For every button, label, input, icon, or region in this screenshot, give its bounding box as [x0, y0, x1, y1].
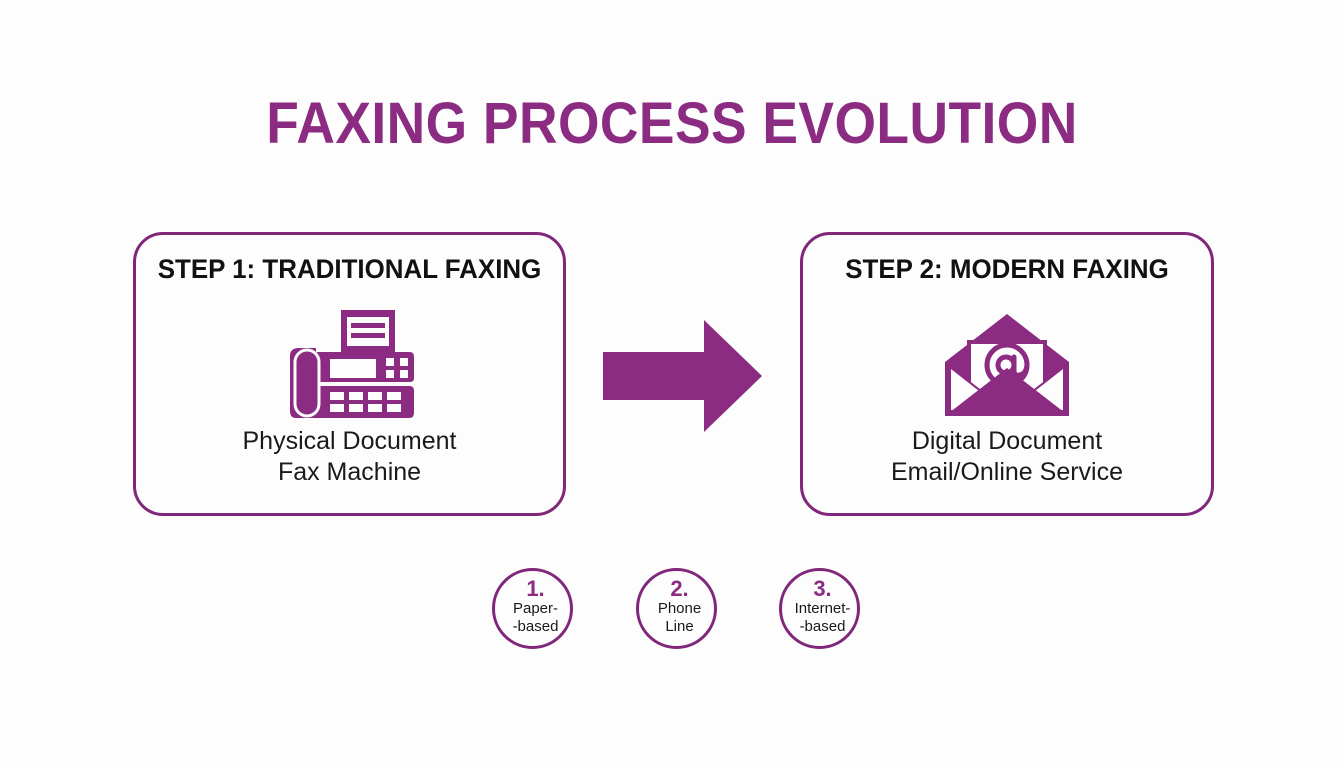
step-card-caption: Digital Document Email/Online Service [803, 426, 1211, 488]
tag-content: 2. Phone Line [625, 578, 734, 636]
caption-line-2: Email/Online Service [890, 458, 1124, 486]
step-card-caption: Physical Document Fax Machine [136, 426, 563, 488]
tag-label-line-1: Internet- [794, 600, 851, 617]
tag-label-line-1: Phone [657, 600, 702, 617]
caption-line-1: Physical Document [242, 427, 457, 455]
tag-number: 2. [670, 576, 689, 601]
page-title: FAXING PROCESS EVOLUTION [266, 91, 1078, 156]
caption-line-1: Digital Document [911, 427, 1103, 455]
tag-number: 3. [813, 576, 832, 601]
step-card-modern-faxing: STEP 2: MODERN FAXING [800, 232, 1214, 516]
tag-label-line-2: Line [665, 618, 694, 635]
arrow-right-icon [601, 318, 764, 434]
fax-machine-icon [136, 307, 563, 425]
tag-circle-internet-based: 3. Internet- -based [779, 568, 860, 649]
email-envelope-at-icon [803, 307, 1211, 425]
step-card-title: STEP 1: TRADITIONAL FAXING [157, 254, 542, 284]
step-card-traditional-faxing: STEP 1: TRADITIONAL FAXING [133, 232, 566, 516]
tag-content: 3. Internet- -based [768, 578, 877, 636]
tag-label-line-2: -based [799, 618, 846, 635]
tag-label-line-2: -based [512, 618, 559, 635]
tag-circle-paper-based: 1. Paper- -based [492, 568, 573, 649]
step-card-title: STEP 2: MODERN FAXING [845, 254, 1169, 284]
tag-number: 1. [526, 576, 545, 601]
tag-label-line-1: Paper- [512, 600, 559, 617]
tag-circle-phone-line: 2. Phone Line [636, 568, 717, 649]
caption-line-2: Fax Machine [277, 458, 422, 486]
tag-content: 1. Paper- -based [481, 578, 590, 636]
